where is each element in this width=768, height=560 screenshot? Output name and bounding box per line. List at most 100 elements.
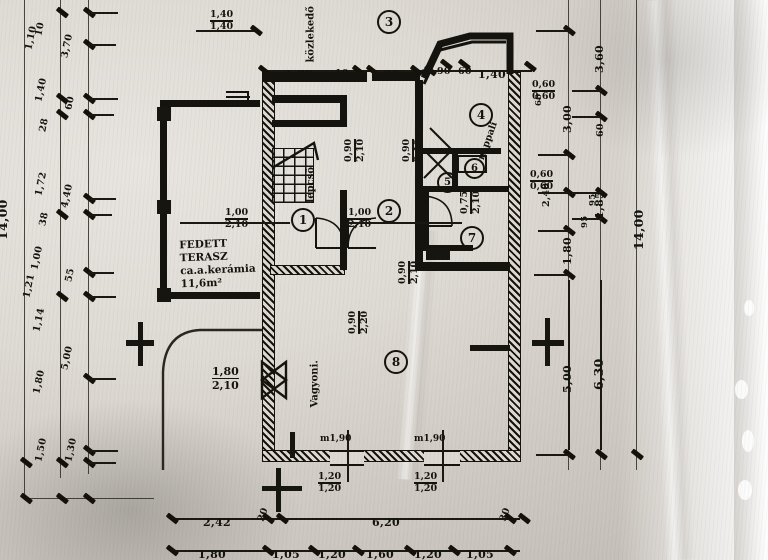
dim-leader <box>572 192 602 194</box>
door-height: 2,10 <box>212 378 239 392</box>
window-mark-2: m1,90 <box>414 434 446 444</box>
dim-top-6: 1,40 <box>478 68 506 81</box>
dim-bottom-a-0: 2,42 <box>203 516 231 529</box>
dim-leader <box>538 192 570 194</box>
dim-leader <box>536 454 570 456</box>
room-number-label: 8 <box>391 355 401 369</box>
bottom-window-callout-2: 1,20 1,20 <box>414 472 438 495</box>
window-callout-right-1: 0,60 0,60 <box>532 79 556 103</box>
room-number-label: 7 <box>467 231 477 245</box>
dim-right-low-line-a <box>568 280 570 450</box>
dim-leader <box>538 230 570 232</box>
window-height: 1,40 <box>210 21 234 33</box>
dim-leader <box>572 218 602 220</box>
left-ext-line-mid <box>60 0 61 478</box>
dim-leader <box>88 296 116 298</box>
wall-porch-bottom <box>160 292 260 299</box>
dim-leader <box>88 462 116 464</box>
dim-bottom-b-3: 1,60 <box>366 548 394 560</box>
room-number-6: 6 <box>464 158 485 179</box>
room-number-1: 1 <box>291 208 315 232</box>
dim-leader <box>88 198 116 200</box>
staircase <box>272 148 314 203</box>
wall-room2-bottom <box>415 262 510 271</box>
dim-bottom-b-5: 1,05 <box>466 548 494 560</box>
fraction-bar <box>414 482 438 484</box>
fraction-bar <box>210 20 234 22</box>
wall-top-mid <box>372 72 420 81</box>
dim-top-4: 90 <box>437 66 451 77</box>
pillar-2 <box>157 200 171 214</box>
wall-interior-stair-bottom <box>270 265 345 275</box>
right-ext-line-c <box>636 0 637 470</box>
window-mark-1: m1,90 <box>320 434 352 444</box>
dim-bottom-a-2: 6,20 <box>372 516 400 529</box>
window-center-line-1 <box>347 430 349 482</box>
window-center-line-2 <box>442 430 444 482</box>
wall-bath-vert <box>423 186 429 248</box>
room-number-label: 6 <box>471 163 478 174</box>
paper-speck-2 <box>742 430 754 452</box>
dim-leader <box>88 214 112 216</box>
door-callout-1: 1,00 2,10 <box>225 207 249 231</box>
right-ext-line-b <box>600 0 601 470</box>
fraction-bar <box>225 218 249 220</box>
column-mark-left-2 <box>138 322 143 366</box>
window-height: 1,20 <box>414 483 438 495</box>
dim-leader <box>536 30 570 32</box>
column-mark-bottom-h <box>262 486 302 491</box>
dim-leader <box>572 116 602 118</box>
dim-leader <box>572 90 602 92</box>
window-width: 0,60 <box>532 79 556 90</box>
dim-leader <box>88 114 114 116</box>
room-number-5: 5 <box>437 172 458 193</box>
wall-interior-horiz-1 <box>272 95 344 103</box>
dim-leader <box>88 44 116 46</box>
room-number-label: 5 <box>444 177 451 188</box>
window-callout-right-2: 0,60 0,60 <box>530 170 554 193</box>
door-width: 1,00 <box>225 207 249 218</box>
wall-bath-mid <box>452 148 458 188</box>
door-width: 1,00 <box>348 207 372 218</box>
paper-right-edge <box>734 0 768 560</box>
door-height: 2,10 <box>348 219 372 231</box>
room-number-label: 1 <box>298 213 308 227</box>
wall-bath-sep <box>423 186 508 192</box>
fraction-bar <box>318 482 342 484</box>
dim-leader <box>88 378 116 380</box>
paper-speck-3 <box>738 480 752 500</box>
dim-bottom-b-0: 1,80 <box>198 548 226 560</box>
room-number-label: 4 <box>476 108 486 122</box>
wall-porch-top <box>160 100 260 107</box>
door-callout-2: 1,00 2,10 <box>348 207 372 231</box>
fraction-bar <box>212 377 239 380</box>
dim-leader <box>346 222 462 224</box>
wall-right-main <box>508 72 521 462</box>
dim-bottom-b-1: 1,05 <box>272 548 300 560</box>
photo-shadow-top-right <box>538 0 768 160</box>
dim-top-5: 60 <box>458 66 472 77</box>
column-mark-mid <box>290 432 295 458</box>
dim-right-low-line-b <box>600 280 602 450</box>
wall-interior-vert-1 <box>340 190 347 270</box>
bottom-dim-line-b <box>170 550 520 552</box>
top-dim-line <box>262 70 532 72</box>
room-number-4: 4 <box>469 103 493 127</box>
dim-leader <box>538 154 570 156</box>
window-height: 0,60 <box>532 91 556 103</box>
wall-porch-left <box>160 100 167 298</box>
dim-top-left-window: 1,40 1,40 <box>210 10 234 33</box>
paper-speck-4 <box>744 300 754 316</box>
room-number-label: 3 <box>384 15 394 29</box>
wall-interior-horiz-2 <box>272 120 347 127</box>
door-height: 2,10 <box>225 219 249 231</box>
fraction-bar <box>532 90 556 92</box>
bottom-dim-line-a <box>170 518 520 520</box>
dim-leader <box>180 222 290 224</box>
photo-shadow-bottom-left <box>0 400 300 560</box>
dim-top-3: 10 <box>414 68 428 79</box>
window-height: 0,60 <box>530 181 554 193</box>
